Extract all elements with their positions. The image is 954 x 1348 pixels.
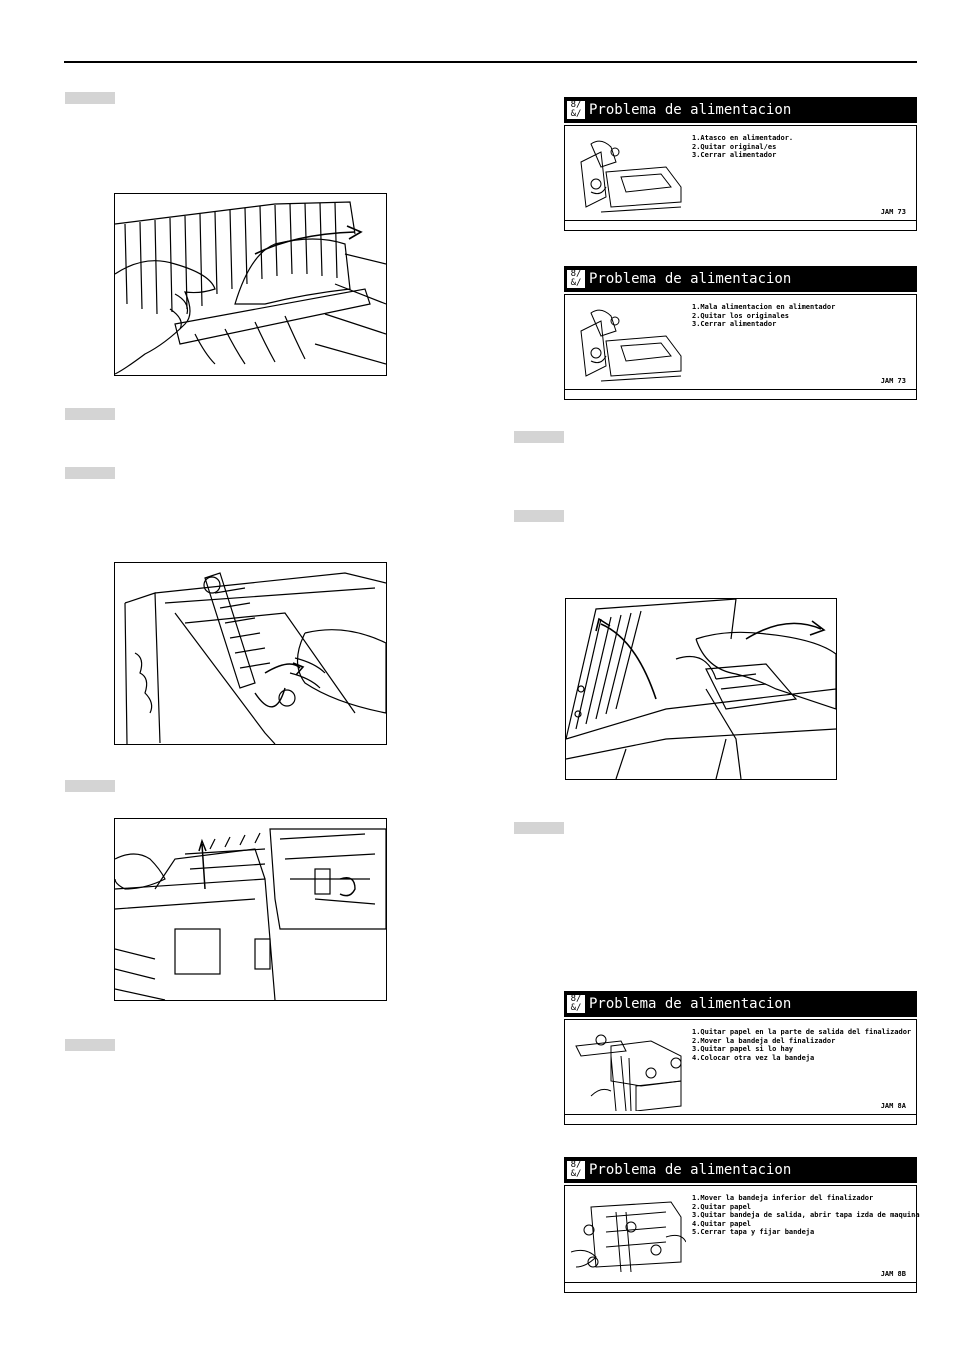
jam-code: JAM 73	[880, 208, 906, 216]
panel-footer	[565, 389, 916, 399]
panel-body: 1.Mala alimentacion en alimentador 2.Qui…	[564, 294, 917, 400]
panel-body: 1.Mover la bandeja inferior del finaliza…	[564, 1185, 920, 1293]
step-marker	[65, 780, 115, 792]
instruction-line: 1.Quitar papel en la parte de salida del…	[692, 1028, 912, 1036]
panel-footer	[565, 220, 916, 230]
step-marker	[65, 1039, 115, 1051]
copier-icon: 8/&/	[567, 1161, 585, 1179]
header-rule	[64, 61, 917, 63]
jam-message-panel: 8/&/ Problema de alimentacion 1.M	[564, 1157, 920, 1293]
instruction-line: 2.Quitar los originales	[692, 311, 789, 320]
copier-icon: 8/&/	[567, 101, 585, 119]
instruction-line: 2.Quitar original/es	[692, 142, 777, 151]
copier-icon: 8/&/	[567, 995, 585, 1013]
step-marker	[514, 510, 564, 522]
jam-message-panel: 8/&/ Problema de alimentacion 1.Atasco e…	[564, 97, 917, 231]
finisher-icon	[570, 1192, 687, 1281]
step-marker	[65, 467, 115, 479]
panel-header: 8/&/ Problema de alimentacion	[564, 97, 917, 123]
jam-code: JAM 8B	[880, 1270, 906, 1278]
panel-footer	[565, 1114, 916, 1124]
instruction-line: 1.Mover la bandeja inferior del finaliza…	[692, 1194, 874, 1202]
document-feeder-jam-illustration	[114, 193, 387, 376]
panel-title: Problema de alimentacion	[589, 996, 792, 1012]
instruction-list: 1.Mover la bandeja inferior del finaliza…	[692, 1194, 920, 1237]
instruction-line: 3.Quitar papel si lo hay	[692, 1045, 794, 1053]
instruction-line: 2.Mover la bandeja del finalizador	[692, 1036, 836, 1045]
instruction-line: 4.Quitar papel	[692, 1219, 752, 1228]
panel-title: Problema de alimentacion	[589, 102, 792, 118]
panel-footer	[565, 1282, 916, 1292]
step-marker	[514, 431, 564, 443]
instruction-list: 1.Mala alimentacion en alimentador 2.Qui…	[692, 303, 835, 329]
panel-body: 1.Quitar papel en la parte de salida del…	[564, 1019, 917, 1125]
instruction-list: 1.Quitar papel en la parte de salida del…	[692, 1028, 911, 1062]
panel-body: 1.Atasco en alimentador. 2.Quitar origin…	[564, 125, 917, 231]
step-marker	[65, 92, 115, 104]
instruction-line: 1.Atasco en alimentador.	[692, 134, 794, 142]
copier-icon: 8/&/	[567, 270, 585, 288]
instruction-line: 3.Cerrar alimentador	[692, 151, 777, 159]
feed-roller-cover-illustration	[114, 818, 387, 1001]
step-marker	[514, 822, 564, 834]
instruction-line: 3.Quitar bandeja de salida, abrir tapa i…	[692, 1211, 920, 1219]
panel-title: Problema de alimentacion	[589, 271, 792, 287]
panel-title: Problema de alimentacion	[589, 1162, 792, 1178]
instruction-line: 2.Quitar papel	[692, 1202, 752, 1211]
jam-code: JAM 8A	[880, 1102, 906, 1110]
jam-message-panel: 8/&/ Problema de alimentacion 1.Quitar p…	[564, 991, 917, 1125]
panel-header: 8/&/ Problema de alimentacion	[564, 991, 917, 1017]
finisher-cover-open-illustration	[565, 598, 837, 780]
step-marker	[65, 408, 115, 420]
instruction-list: 1.Atasco en alimentador. 2.Quitar origin…	[692, 134, 793, 160]
finisher-icon	[571, 1026, 686, 1115]
jam-message-panel: 8/&/ Problema de alimentacion 1.Mala ali…	[564, 266, 917, 400]
jam-code: JAM 73	[880, 377, 906, 385]
document-feeder-icon	[571, 132, 686, 221]
panel-header: 8/&/ Problema de alimentacion	[564, 1157, 917, 1183]
instruction-line: 5.Cerrar tapa y fijar bandeja	[692, 1228, 815, 1236]
instruction-line: 3.Cerrar alimentador	[692, 320, 777, 328]
document-feeder-icon	[571, 301, 686, 390]
feeder-roller-removal-illustration	[114, 562, 387, 745]
panel-header: 8/&/ Problema de alimentacion	[564, 266, 917, 292]
instruction-line: 4.Colocar otra vez la bandeja	[692, 1053, 815, 1062]
instruction-line: 1.Mala alimentacion en alimentador	[692, 303, 836, 311]
